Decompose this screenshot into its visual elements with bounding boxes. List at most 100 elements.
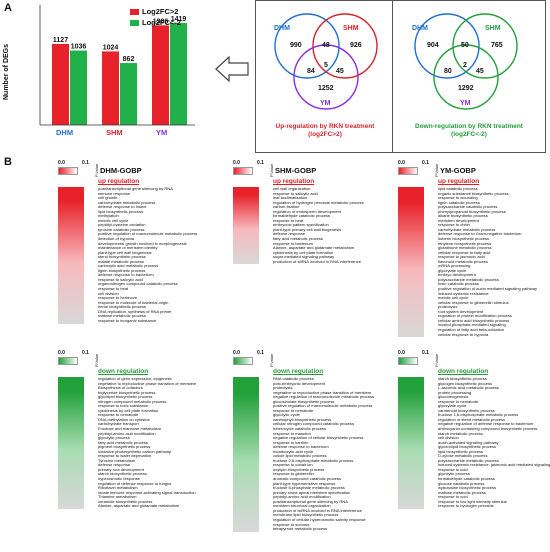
venn-down-caption: Down-regulation by RKN treatment (log2FC… [415,123,523,138]
venn-up-set-shm: SHM [343,25,359,32]
go-term: nitrogen compound metabolic process [98,399,167,404]
go-term: production of siRNA involved in RNA inte… [273,259,361,264]
go-term: response to toxic substance [98,404,149,409]
shm-up-color-scale [233,167,253,175]
ym-up-regulation-label: up regulation [438,178,480,185]
go-term: positive regulation of auxin mediated si… [438,287,537,292]
dhm-down-scale-max: 0.1 [82,350,89,356]
go-term: embryo development [438,273,476,278]
go-term: auxin-activated signaling pathway [438,440,499,445]
shm-up-regulation-label: up regulation [273,178,315,185]
go-term: regulation of sterol metabolic process [438,417,506,422]
legend-label-down: Log2FC<-2 [142,18,181,27]
venn-down-set-shm: SHM [485,25,501,32]
venn-up-ym-only: 1252 [318,85,334,92]
go-term: positive regulation of macromolecule met… [98,232,198,237]
go-term: fructose 1,6-bisphosphate metabolic proc… [438,413,519,418]
go-term: immune response [98,191,131,196]
bar-group [52,23,187,126]
category-label-shm: SHM [106,128,123,137]
go-term: vegetative to reproductive phase transit… [273,390,372,395]
go-term: regulation of cellular hyperosmotic sali… [273,517,366,522]
go-term: tricarboxylic acid cycle [273,449,314,454]
go-term: inositol phosphate-mediated signaling [438,323,506,328]
go-term: tetrapyrrole metabolic process [273,527,328,532]
venn-down-shm-only: 765 [491,42,503,49]
dhm-down-pvalue-label: P.Value [94,353,99,367]
venn-up-circle-dhm [274,13,340,79]
go-term: response to water deprivation [98,454,152,459]
dhm-up-pvalue-bar [58,187,84,324]
go-term: embryonic pattern specification [273,223,329,228]
venn-up-circle-shm [312,13,378,79]
go-term: response to heat [273,218,304,223]
ym-down-pvalue-label: P.Value [434,353,439,367]
go-term: Fructose and mannose metabolism [98,427,162,432]
dhm-down-pvalue-bar [58,377,84,509]
go-term: meiotic cell cycle [438,296,469,301]
go-term: formaldehyde catabolic process [438,477,495,482]
go-term: maltose metabolic process [98,314,146,319]
venn-up [274,13,378,110]
go-term: flavonoid metabolic process [438,259,488,264]
go-term: peptidyl-amino acid modification [98,431,156,436]
venn-up-dhm-only: 990 [290,42,302,49]
go-term: response to karrikin [273,440,309,445]
shm-down-scale-min: 0.0 [233,350,240,356]
go-term: primary root development [98,467,144,472]
venn-down-circle-shm [452,13,518,79]
go-term: maintenance of meristem identity [98,246,158,251]
go-term: negative regulation of macromolecule met… [273,395,375,400]
ym-down-regulation-label: down regulation [438,368,489,375]
bar-value-label: 862 [123,56,135,63]
go-term: response to salicylic acid [273,191,318,196]
go-term: cellular response to hypoxia [438,332,489,337]
go-term: lipid biosynthetic process [98,209,143,214]
go-term: fructose 2,6-bisphosphate metabolic proc… [273,458,354,463]
dhm-up-term-list: posttranscriptional gene silencing by RN… [98,187,197,323]
go-term: plant-type primary cell wall biogenesis [273,227,342,232]
venn-up-caption: Up-regulation by RKN treatment (log2FC>2… [275,123,375,138]
go-term: sugar mediated signaling pathway [273,255,335,260]
go-term: alkane biosynthetic process [438,214,488,219]
go-term: starch metabolic process [438,431,483,436]
go-term: cytokinesis by cell plate formation [98,408,159,413]
go-term: glycolipid biosynthetic process [98,395,153,400]
go-term: formaldehyde catabolic process [273,214,330,219]
go-term: leaf acclimatization [273,196,308,201]
go-term: response to gibberellin [273,472,314,477]
dhm-down-color-scale [58,357,78,365]
dhm-up-scale-min: 0.0 [58,160,65,166]
venn-up-shm-only: 926 [350,42,362,49]
go-term: Alanine, aspartate and glutamate metabol… [273,246,355,251]
venn-up-dhm-shm: 48 [322,42,330,49]
go-term: ethylene biosynthetic process [438,241,492,246]
venn-down [414,13,518,110]
go-term: fructose 6-phosphate metabolic process [273,486,345,491]
dhm-up-pvalue-label: P.Value [94,163,99,177]
go-term: suberin biosynthetic process [438,237,490,242]
go-term: polysaccharide catabolic process [438,205,498,210]
go-term: Thiamine metabolism [98,495,137,500]
go-term: xanthophyll biosynthetic process [273,417,332,422]
ym-up-scale-min: 0.0 [398,160,405,166]
go-term: organonitrogen compound catabolic proces… [98,282,178,287]
go-term: developmental growth involved in morphog… [98,241,187,246]
go-term: glyoxylate cycle [438,404,467,409]
y-axis-label: Number of DEGs [3,43,10,100]
go-term: oxidative photosynthetic carbon pathway [98,449,171,454]
go-term: cytokinesis by cell plate formation [273,250,334,255]
dhm-down-scale-min: 0.0 [58,350,65,356]
go-term: L-ascorbic acid metabolic process [438,386,499,391]
legend-item-down: Log2FC<-2 [130,18,181,27]
go-term: response to sucrose [273,522,310,527]
venn-frame [255,0,546,153]
go-term: phenylpropanoid biosynthetic process [438,209,506,214]
go-term: plant-type cell wall biogenesis [98,250,152,255]
ym-up-pvalue-label: P.Value [434,163,439,177]
go-term: defense response to bacterium [98,273,154,278]
ym-down-scale-min: 0.0 [398,350,405,356]
go-term: heme biosynthetic process [98,305,146,310]
go-term: response to herbivore [98,296,138,301]
